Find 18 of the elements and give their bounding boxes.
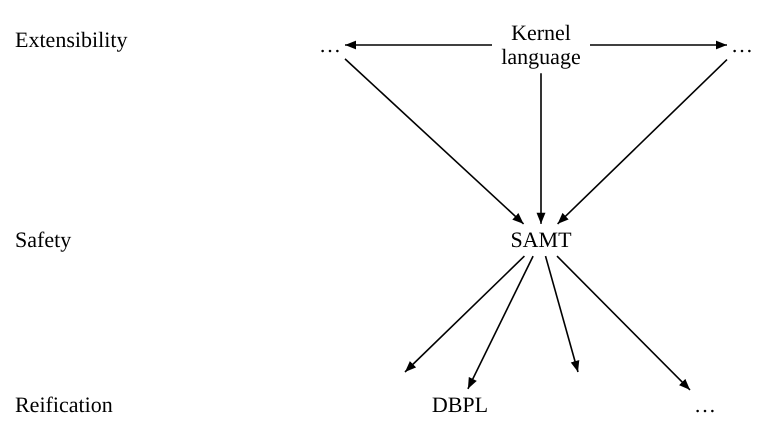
arrow <box>404 256 525 373</box>
node-text: Kernel language <box>496 20 586 70</box>
arrow <box>556 256 691 390</box>
arrow <box>590 40 727 50</box>
arrow <box>344 58 524 224</box>
row-label: Safety <box>15 227 72 253</box>
arrow <box>467 256 534 390</box>
row-label: Reification <box>15 392 113 418</box>
row-label: Extensibility <box>15 27 128 53</box>
arrow <box>544 256 580 372</box>
arrow <box>557 58 728 224</box>
node-text: DBPL <box>432 392 488 418</box>
arrow <box>536 73 546 224</box>
node-text: SAMT <box>510 228 572 252</box>
node-text: … <box>319 32 341 58</box>
node-text: … <box>694 392 716 418</box>
arrow <box>345 40 492 50</box>
node-text: … <box>731 32 753 58</box>
